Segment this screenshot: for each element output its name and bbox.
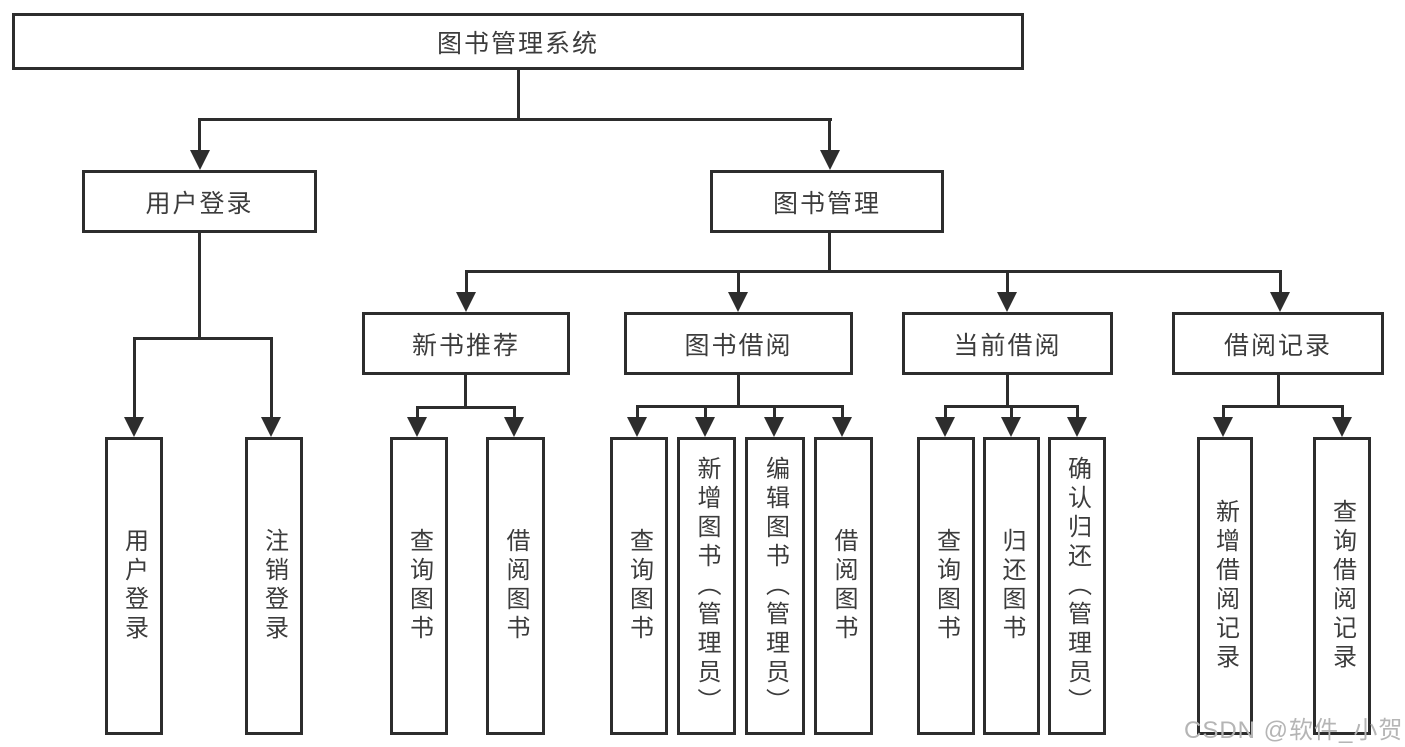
arrowhead-icon: [764, 417, 784, 437]
leaf-confirm-return-admin-label: 确认归还（管理员）: [1063, 455, 1091, 717]
node-new-book-recommend-label: 新书推荐: [411, 331, 520, 360]
arrowhead-icon: [1270, 292, 1290, 312]
connector-line: [198, 118, 201, 154]
connector-line: [513, 406, 516, 420]
leaf-add-borrow-record-label: 新增借阅记录: [1211, 499, 1239, 673]
arrowhead-icon: [935, 417, 955, 437]
connector-line: [1279, 270, 1282, 296]
leaf-logout-label: 注销登录: [260, 528, 288, 644]
arrowhead-icon: [997, 292, 1017, 312]
connector-line: [737, 270, 740, 296]
connector-line: [1277, 375, 1280, 408]
connector-line: [1222, 405, 1225, 420]
arrowhead-icon: [1332, 417, 1352, 437]
arrowhead-icon: [728, 292, 748, 312]
connector-line: [465, 270, 468, 296]
leaf-return-book-label: 归还图书: [998, 528, 1025, 644]
arrowhead-icon: [1213, 417, 1233, 437]
connector-line: [1341, 405, 1344, 420]
node-user-login-label: 用户登录: [145, 189, 254, 218]
node-user-login: 用户登录: [82, 170, 317, 233]
leaf-query-book-current-label: 查询图书: [932, 528, 960, 644]
arrowhead-icon: [407, 417, 427, 437]
arrowhead-icon: [832, 417, 852, 437]
leaf-logout: 注销登录: [245, 437, 303, 735]
connector-line: [828, 233, 831, 273]
leaf-query-book-current: 查询图书: [917, 437, 975, 735]
connector-line: [773, 405, 776, 420]
node-current-borrow: 当前借阅: [902, 312, 1113, 375]
leaf-user-login: 用户登录: [105, 437, 163, 735]
arrowhead-icon: [124, 417, 144, 437]
leaf-borrow-book-recommend: 借阅图书: [486, 437, 545, 735]
leaf-edit-book-admin-label: 编辑图书（管理员）: [761, 455, 789, 717]
node-book-borrow-label: 图书借阅: [684, 331, 793, 360]
arrowhead-icon: [695, 417, 715, 437]
connector-line: [704, 405, 707, 420]
connector-line: [841, 405, 844, 420]
arrowhead-icon: [820, 150, 840, 170]
arrowhead-icon: [456, 292, 476, 312]
node-new-book-recommend: 新书推荐: [362, 312, 570, 375]
connector-line: [828, 118, 831, 154]
connector-line: [198, 233, 201, 340]
leaf-query-book-borrow-label: 查询图书: [625, 528, 653, 644]
node-borrow-record: 借阅记录: [1172, 312, 1384, 375]
arrowhead-icon: [627, 417, 647, 437]
connector-line: [1010, 405, 1013, 420]
leaf-borrow-book-label: 借阅图书: [830, 528, 857, 644]
connector-line: [1006, 375, 1009, 408]
node-borrow-record-label: 借阅记录: [1223, 331, 1332, 360]
connector-line: [737, 375, 740, 408]
connector-line: [133, 337, 136, 420]
node-current-borrow-label: 当前借阅: [953, 331, 1062, 360]
connector-line: [270, 337, 273, 420]
leaf-query-borrow-record-label: 查询借阅记录: [1328, 499, 1356, 673]
connector-line: [944, 405, 947, 420]
leaf-query-book-borrow: 查询图书: [610, 437, 668, 735]
connector-line: [465, 270, 1282, 273]
arrowhead-icon: [1067, 417, 1087, 437]
connector-line: [198, 118, 832, 121]
connector-line: [133, 337, 273, 340]
node-book-management: 图书管理: [710, 170, 944, 233]
leaf-confirm-return-admin: 确认归还（管理员）: [1048, 437, 1106, 735]
node-root: 图书管理系统: [12, 13, 1024, 70]
connector-line: [1076, 405, 1079, 420]
leaf-add-book-admin: 新增图书（管理员）: [677, 437, 736, 735]
leaf-add-book-admin-label: 新增图书（管理员）: [693, 455, 720, 717]
connector-line: [464, 375, 467, 408]
connector-line: [416, 406, 516, 409]
connector-line: [636, 405, 639, 420]
leaf-user-login-label: 用户登录: [120, 528, 148, 644]
arrowhead-icon: [1001, 417, 1021, 437]
leaf-query-book-recommend: 查询图书: [390, 437, 448, 735]
csdn-watermark: CSDN @软件_小贺同学: [1184, 717, 1405, 744]
arrowhead-icon: [261, 417, 281, 437]
arrowhead-icon: [504, 417, 524, 437]
leaf-edit-book-admin: 编辑图书（管理员）: [745, 437, 805, 735]
connector-line: [416, 406, 419, 420]
node-root-label: 图书管理系统: [436, 29, 599, 58]
leaf-borrow-book-recommend-label: 借阅图书: [502, 528, 529, 644]
connector-line: [1006, 270, 1009, 296]
leaf-query-borrow-record: 查询借阅记录: [1313, 437, 1371, 735]
arrowhead-icon: [190, 150, 210, 170]
connector-line: [1222, 405, 1344, 408]
leaf-return-book: 归还图书: [983, 437, 1040, 735]
node-book-borrow: 图书借阅: [624, 312, 853, 375]
leaf-add-borrow-record: 新增借阅记录: [1197, 437, 1253, 735]
connector-line: [636, 405, 844, 408]
leaf-query-book-recommend-label: 查询图书: [405, 528, 433, 644]
leaf-borrow-book: 借阅图书: [814, 437, 873, 735]
node-book-management-label: 图书管理: [772, 189, 881, 218]
connector-line: [517, 70, 520, 118]
